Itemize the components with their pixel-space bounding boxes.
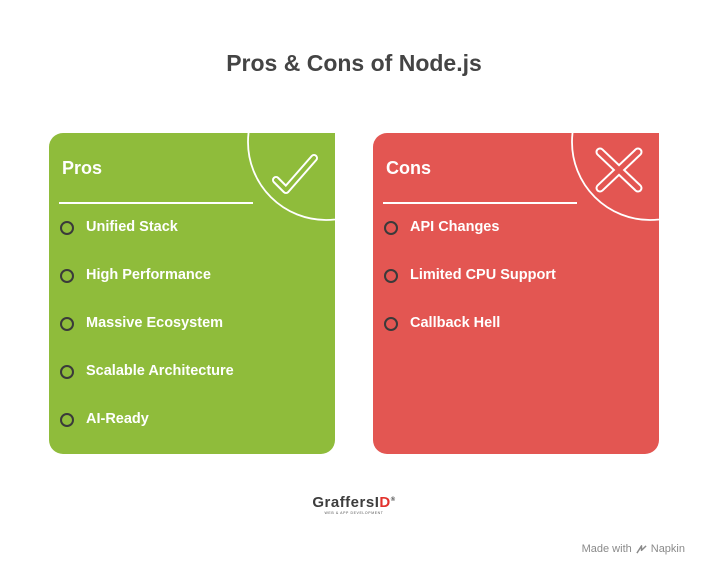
brand-tagline: WEB & APP DEVELOPMENT: [324, 511, 384, 515]
made-with-label: Made with: [581, 543, 632, 555]
bullet-icon: [60, 269, 74, 283]
pros-item-label: High Performance: [86, 267, 211, 283]
cons-item-label: Callback Hell: [410, 315, 501, 331]
bullet-icon: [60, 221, 74, 235]
checkmark-icon: [247, 133, 335, 221]
cons-item-label: Limited CPU Support: [410, 267, 556, 283]
napkin-label: Napkin: [650, 543, 685, 555]
napkin-icon: [636, 544, 647, 554]
page-title: Pros & Cons of Node.js: [226, 50, 482, 76]
brand-logo: GraffersID® WEB & APP DEVELOPMENT: [0, 494, 708, 515]
pros-item-label: Unified Stack: [86, 219, 178, 235]
bullet-icon: [384, 269, 398, 283]
bullet-icon: [60, 365, 74, 379]
pros-heading: Pros: [62, 158, 103, 178]
cons-item-label: API Changes: [410, 219, 500, 235]
bullet-icon: [60, 413, 74, 427]
made-with-napkin: Made with Napkin: [582, 543, 685, 555]
cons-heading: Cons: [386, 158, 431, 178]
cons-divider: [383, 202, 577, 204]
bullet-icon: [60, 317, 74, 331]
brand-name-accent: D: [379, 494, 391, 511]
cross-icon: [571, 133, 659, 221]
pros-card: Pros Unified Stack High Performance Mass…: [49, 133, 335, 454]
pros-divider: [59, 202, 253, 204]
brand-name-main: GraffersI: [312, 494, 380, 511]
cons-card: Cons API Changes Limited CPU Support Cal…: [373, 133, 659, 454]
bullet-icon: [384, 221, 398, 235]
pros-item-label: Scalable Architecture: [86, 363, 234, 379]
registered-mark: ®: [390, 497, 396, 503]
pros-item-label: Massive Ecosystem: [86, 315, 224, 331]
brand-name: GraffersID®: [0, 494, 708, 511]
pros-item-label: AI-Ready: [86, 411, 149, 427]
bullet-icon: [384, 317, 398, 331]
